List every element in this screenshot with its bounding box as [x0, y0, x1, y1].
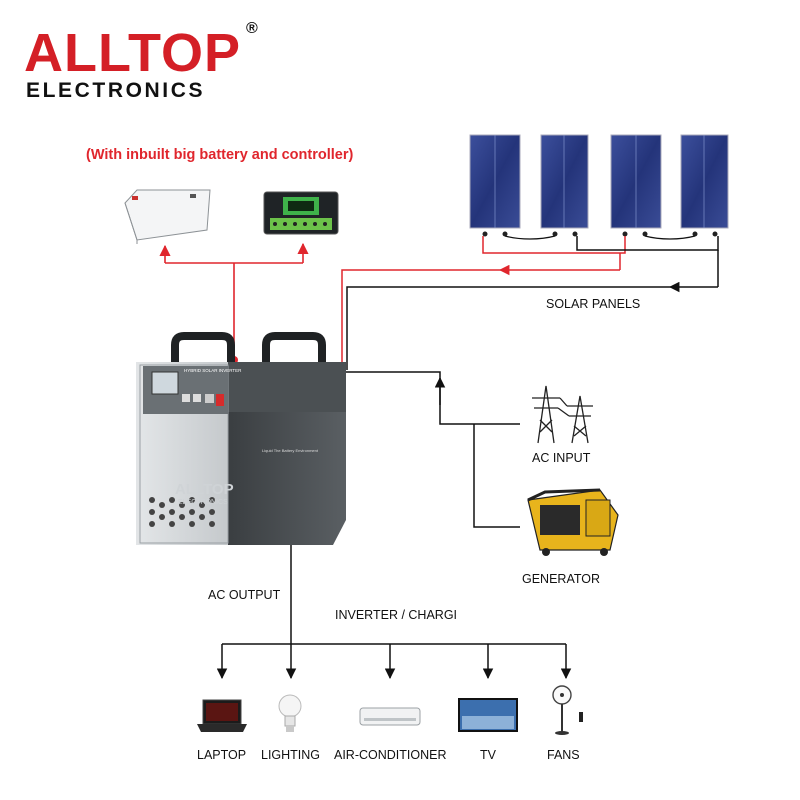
load-label-fans: FANS [547, 748, 580, 762]
inverter-panel-text: HYBRID SOLAR INVERTER [184, 368, 242, 373]
solar-panels-label: SOLAR PANELS [546, 297, 641, 311]
brand-subtitle: ELECTRONICS [26, 79, 206, 102]
solar-panel-icon [469, 134, 521, 229]
solar-panel-icon [540, 134, 589, 229]
laptop-icon [197, 699, 247, 732]
registered-mark: ® [246, 20, 258, 37]
load-label-lighting: LIGHTING [261, 748, 321, 762]
load-label-air-conditioner: AIR-CONDITIONER [334, 748, 447, 762]
charge-controller-icon [263, 191, 339, 235]
solar-panel-icon [680, 134, 729, 229]
output-wires [216, 545, 572, 680]
generator-icon [527, 488, 619, 556]
battery-controller-note: (With inbuilt big battery and controller… [86, 147, 354, 163]
fan-icon [552, 685, 583, 735]
inverter-charger-label: INVERTER / CHARGI [335, 608, 458, 622]
air-conditioner-icon [359, 707, 421, 726]
input-wires [346, 371, 520, 528]
load-label-laptop: LAPTOP [197, 748, 247, 762]
device-side-label: Liquid The Battery Environment [262, 448, 319, 453]
light-bulb-icon [278, 694, 302, 732]
solar-panel-array [469, 134, 729, 240]
tv-icon [458, 698, 518, 732]
hybrid-inverter-unit [136, 332, 346, 545]
power-tower-icon [532, 385, 593, 444]
device-brand-emboss: ALLTOP [175, 481, 234, 498]
device-brand-emboss-sub: ELECTRONICS [178, 499, 228, 506]
ac-output-label: AC OUTPUT [208, 588, 281, 602]
ac-input-label: AC INPUT [532, 451, 591, 465]
solar-panel-icon [610, 134, 662, 229]
brand-logo-text: ALLTOP [24, 23, 241, 83]
battery-icon [124, 189, 211, 244]
load-label-tv: TV [480, 748, 496, 762]
solar-feed-wires [341, 236, 719, 370]
generator-label: GENERATOR [522, 572, 601, 586]
